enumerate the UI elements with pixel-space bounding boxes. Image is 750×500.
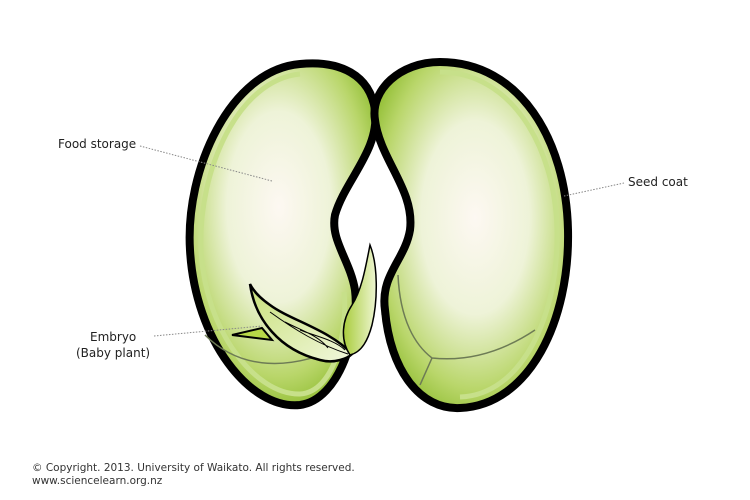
embryo (231, 242, 377, 363)
embryo-leader (153, 325, 263, 337)
website-url: www.sciencelearn.org.nz (32, 475, 163, 487)
copyright-text: © Copyright. 2013. University of Waikato… (32, 462, 355, 474)
seed-coat-label: Seed coat (628, 175, 688, 189)
leader-lines (139, 145, 625, 337)
seed-coat-leader (563, 182, 625, 197)
embryo-sub-label: (Baby plant) (76, 346, 151, 360)
embryo-label: Embryo (90, 330, 137, 344)
right-cotyledon (370, 57, 573, 413)
food-storage-label: Food storage (58, 137, 137, 151)
